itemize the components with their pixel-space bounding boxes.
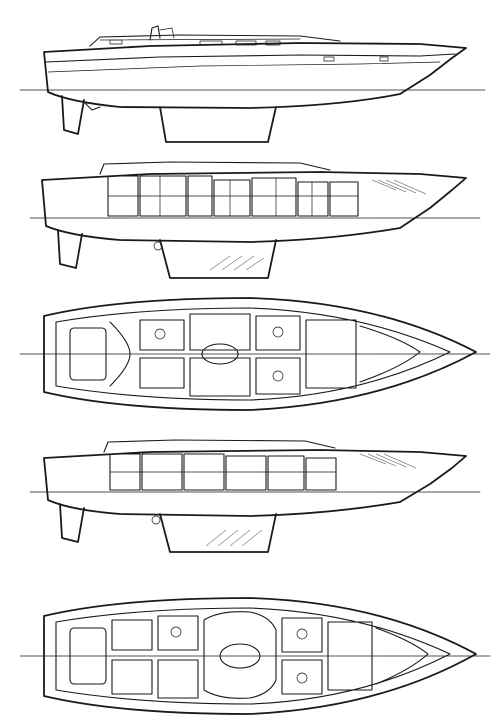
propeller bbox=[151, 515, 161, 525]
port-window bbox=[379, 56, 389, 62]
dinette bbox=[251, 177, 297, 217]
saloon bbox=[203, 611, 277, 699]
boot-stripe bbox=[47, 61, 441, 73]
plan-interior bbox=[69, 313, 421, 397]
cabin-top bbox=[103, 439, 336, 453]
cabin-top bbox=[89, 34, 341, 47]
propeller bbox=[153, 241, 163, 251]
accommodation-plan-a-drawing bbox=[19, 297, 491, 411]
settee bbox=[225, 455, 267, 491]
galley bbox=[139, 319, 185, 351]
aft-cockpit bbox=[69, 627, 107, 685]
toilet bbox=[296, 628, 308, 640]
forward-cabin bbox=[329, 181, 359, 217]
hull-outline bbox=[43, 449, 467, 517]
saloon-starboard bbox=[189, 357, 251, 397]
toilet bbox=[272, 326, 284, 338]
port-window bbox=[235, 40, 257, 46]
port-window bbox=[109, 39, 123, 45]
keel-hatching bbox=[205, 529, 263, 547]
saloon-table bbox=[219, 643, 261, 669]
head-compartment bbox=[267, 455, 305, 491]
port-window bbox=[199, 40, 223, 46]
forward-cabin bbox=[327, 621, 373, 691]
inboard-profile-b-drawing bbox=[29, 439, 481, 553]
forward-cabin bbox=[305, 457, 337, 491]
plan-interior bbox=[69, 611, 429, 699]
rudder bbox=[61, 95, 85, 135]
winch-pedestal bbox=[149, 25, 161, 41]
port-window bbox=[265, 40, 281, 46]
cabin-sole-outline bbox=[55, 307, 451, 401]
cabin-top bbox=[99, 161, 331, 175]
accommodation-plan-b-view bbox=[0, 590, 500, 720]
hull-plan-outline bbox=[43, 597, 477, 715]
head-starboard bbox=[255, 357, 301, 395]
aft-cabin-port bbox=[111, 619, 153, 651]
basin bbox=[272, 370, 284, 382]
head-port bbox=[281, 617, 323, 653]
stanchion bbox=[159, 27, 175, 39]
interior-joinery bbox=[109, 453, 337, 491]
keel-hatching bbox=[209, 255, 265, 271]
sheer-stripe bbox=[45, 53, 456, 63]
bow-hatching bbox=[371, 179, 427, 195]
port-window bbox=[323, 56, 335, 62]
galley bbox=[157, 615, 199, 651]
forward-cabin bbox=[305, 319, 357, 389]
keel bbox=[159, 106, 277, 143]
nav-station bbox=[139, 357, 185, 389]
aft-cockpit bbox=[69, 327, 107, 381]
aft-cabin-starboard bbox=[111, 659, 153, 695]
head-starboard bbox=[281, 659, 323, 695]
sink bbox=[154, 328, 166, 340]
saloon-table bbox=[201, 343, 239, 365]
keel bbox=[159, 239, 277, 279]
hull-plan-outline bbox=[43, 297, 477, 411]
accommodation-plan-a-view bbox=[0, 292, 500, 416]
exterior-profile-view bbox=[0, 10, 500, 145]
v-berth bbox=[375, 627, 429, 685]
basin bbox=[296, 672, 308, 684]
accommodation-plan-b-drawing bbox=[19, 597, 491, 715]
nav-station bbox=[157, 659, 199, 699]
hull-outline bbox=[41, 171, 467, 243]
head-compartment bbox=[297, 181, 329, 217]
v-berth bbox=[359, 325, 421, 383]
inboard-profile-a-view bbox=[0, 150, 500, 290]
head-port bbox=[255, 315, 301, 351]
skeg bbox=[83, 101, 101, 111]
cabin-sole-outline bbox=[55, 607, 451, 705]
companionway bbox=[109, 321, 131, 387]
settee bbox=[213, 179, 251, 217]
rudder bbox=[57, 229, 83, 269]
cabin-side-line bbox=[99, 38, 301, 41]
saloon-port bbox=[189, 313, 251, 351]
sink bbox=[170, 626, 182, 638]
exterior-profile-drawing bbox=[19, 25, 486, 143]
inboard-profile-b-view bbox=[0, 430, 500, 560]
bow-hatching bbox=[359, 453, 417, 469]
interior-joinery bbox=[107, 175, 359, 217]
inboard-profile-a-drawing bbox=[29, 161, 481, 279]
hull-outline bbox=[43, 42, 467, 109]
rudder bbox=[59, 503, 85, 543]
keel bbox=[159, 513, 277, 553]
